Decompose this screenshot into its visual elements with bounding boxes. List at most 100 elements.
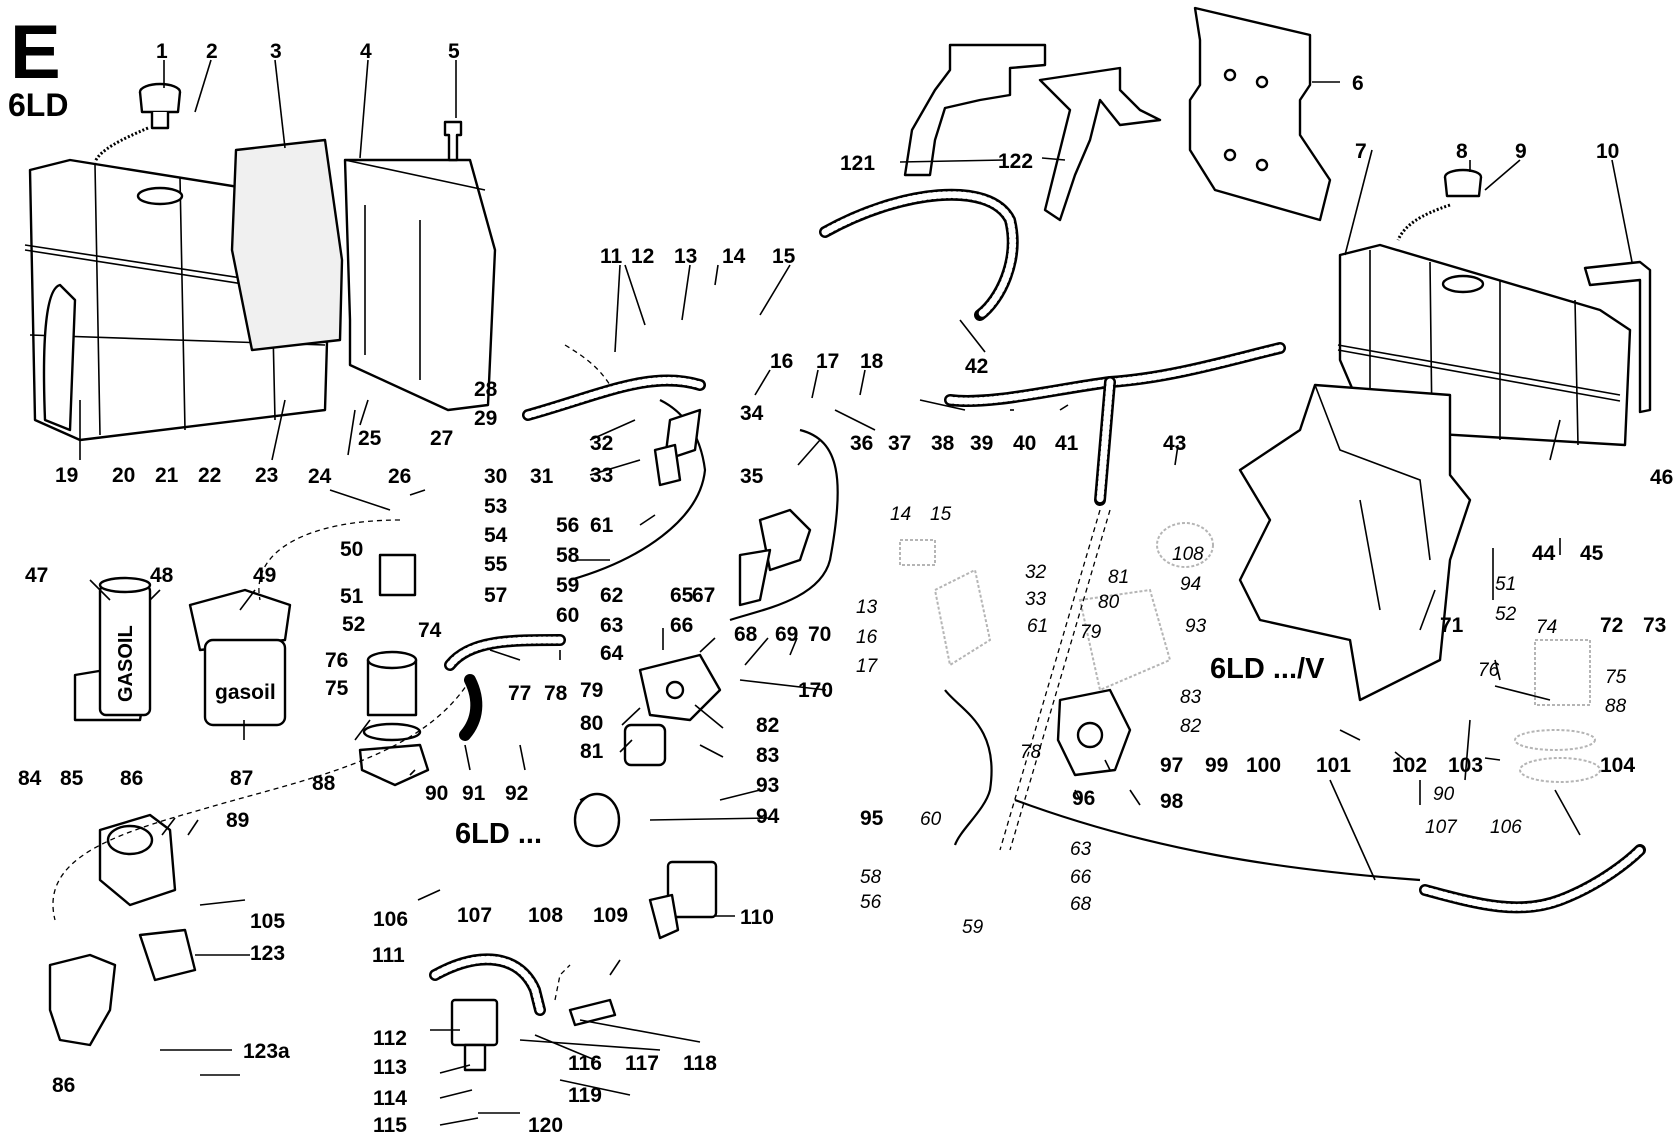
ghost-callout-82: 82 — [1180, 716, 1202, 737]
callout-24: 24 — [308, 465, 332, 488]
ghost-callout-81: 81 — [1108, 567, 1129, 588]
ghost-parts-centre — [899, 522, 1214, 692]
bracket-6 — [1188, 6, 1332, 222]
ghost-callout-63: 63 — [1070, 839, 1092, 860]
filter-stack-right — [1514, 639, 1601, 783]
callout-11: 11 — [600, 245, 623, 268]
callout-103: 103 — [1448, 754, 1483, 777]
callout-1: 1 — [156, 40, 168, 63]
callout-41: 41 — [1055, 432, 1079, 455]
engine-model: 6LD — [8, 87, 68, 123]
fuel-filter-47: GASOIL — [73, 576, 152, 722]
callout-5: 5 — [448, 40, 460, 63]
callout-170: 170 — [798, 679, 833, 702]
callout-54: 54 — [484, 524, 508, 547]
callout-30: 30 — [484, 465, 507, 488]
tank-bracket-4 — [343, 158, 497, 412]
ghost-callout-52: 52 — [1495, 604, 1517, 625]
callout-49: 49 — [253, 564, 276, 587]
callout-52: 52 — [342, 613, 365, 636]
callout-65: 65 — [670, 584, 694, 607]
ghost-callout-107: 107 — [1425, 817, 1458, 838]
callout-97: 97 — [1160, 754, 1183, 777]
callout-19: 19 — [55, 464, 78, 487]
feed-pump-86 — [98, 813, 177, 907]
ghost-callout-61: 61 — [1027, 616, 1048, 637]
callout-23: 23 — [255, 464, 278, 487]
callout-55: 55 — [484, 553, 508, 576]
filter-label-gasoil-87: gasoil — [215, 681, 276, 704]
ghost-callout-93: 93 — [1185, 616, 1207, 637]
callout-14: 14 — [722, 245, 746, 268]
callout-60: 60 — [556, 604, 579, 627]
ghost-callout-59: 59 — [962, 917, 984, 938]
ghost-callout-76: 76 — [1478, 660, 1500, 681]
callout-105: 105 — [250, 910, 285, 933]
section-letter: E — [10, 10, 61, 95]
callout-39: 39 — [970, 432, 993, 455]
callout-106: 106 — [373, 908, 408, 931]
callout-111: 111 — [372, 944, 405, 967]
callout-87: 87 — [230, 767, 253, 790]
callout-6: 6 — [1352, 72, 1364, 95]
gasket-3 — [230, 138, 344, 352]
ghost-callout-13: 13 — [856, 597, 878, 618]
ghost-callout-80: 80 — [1098, 592, 1120, 613]
callout-62: 62 — [600, 584, 623, 607]
callout-2: 2 — [206, 40, 218, 63]
callout-50: 50 — [340, 538, 363, 561]
callout-18: 18 — [860, 350, 884, 373]
callout-121: 121 — [840, 152, 875, 175]
callout-112: 112 — [373, 1027, 407, 1050]
callout-92: 92 — [505, 782, 528, 805]
callout-101: 101 — [1316, 754, 1351, 777]
ghost-callout-68: 68 — [1070, 894, 1092, 915]
callout-7: 7 — [1355, 140, 1367, 163]
callout-102: 102 — [1392, 754, 1427, 777]
callout-72: 72 — [1600, 614, 1623, 637]
callout-69: 69 — [775, 623, 798, 646]
ghost-callout-60: 60 — [920, 809, 942, 830]
o-ring-108 — [573, 792, 621, 848]
fitting-118 — [568, 998, 617, 1027]
route-dashed-lower — [554, 964, 571, 1001]
callout-29: 29 — [474, 407, 497, 430]
ghost-callout-66: 66 — [1070, 867, 1092, 888]
callout-70: 70 — [808, 623, 831, 646]
valve-113 — [450, 998, 499, 1072]
variant-label-6ld: 6LD ... — [455, 818, 542, 850]
callout-98: 98 — [1160, 790, 1184, 813]
callout-40: 40 — [1013, 432, 1036, 455]
callout-36: 36 — [850, 432, 873, 455]
callout-79: 79 — [580, 679, 603, 702]
callout-88: 88 — [312, 772, 336, 795]
callout-94: 94 — [756, 805, 780, 828]
callout-68: 68 — [734, 623, 758, 646]
variant-label-6ld-v: 6LD .../V — [1210, 653, 1325, 685]
callout-91: 91 — [462, 782, 486, 805]
ghost-callout-labels: 14 15 13 16 17 32 33 61 108 81 80 94 93 … — [856, 504, 1627, 938]
pipe-36 — [729, 428, 839, 622]
callout-58: 58 — [556, 544, 580, 567]
callout-115: 115 — [373, 1114, 407, 1134]
callout-53: 53 — [484, 495, 507, 518]
callout-35: 35 — [740, 465, 764, 488]
distributor-79 — [623, 653, 722, 767]
bracket-121 — [903, 43, 1047, 177]
feed-pump-86-alt — [48, 953, 117, 1047]
callout-25: 25 — [358, 427, 382, 450]
callout-95: 95 — [860, 807, 884, 830]
callout-74: 74 — [418, 619, 442, 642]
route-dashed-left — [52, 519, 471, 921]
ghost-callout-32: 32 — [1025, 562, 1047, 583]
ghost-callout-16: 16 — [856, 627, 878, 648]
callout-86: 86 — [120, 767, 143, 790]
fitting-33 — [653, 443, 682, 487]
callout-12: 12 — [631, 245, 654, 268]
ghost-callout-75: 75 — [1605, 667, 1627, 688]
callout-33: 33 — [590, 464, 613, 487]
callout-26: 26 — [388, 465, 411, 488]
pipe-95 — [944, 689, 993, 846]
bracket-122 — [1038, 66, 1162, 222]
filter-element-group — [358, 553, 430, 787]
